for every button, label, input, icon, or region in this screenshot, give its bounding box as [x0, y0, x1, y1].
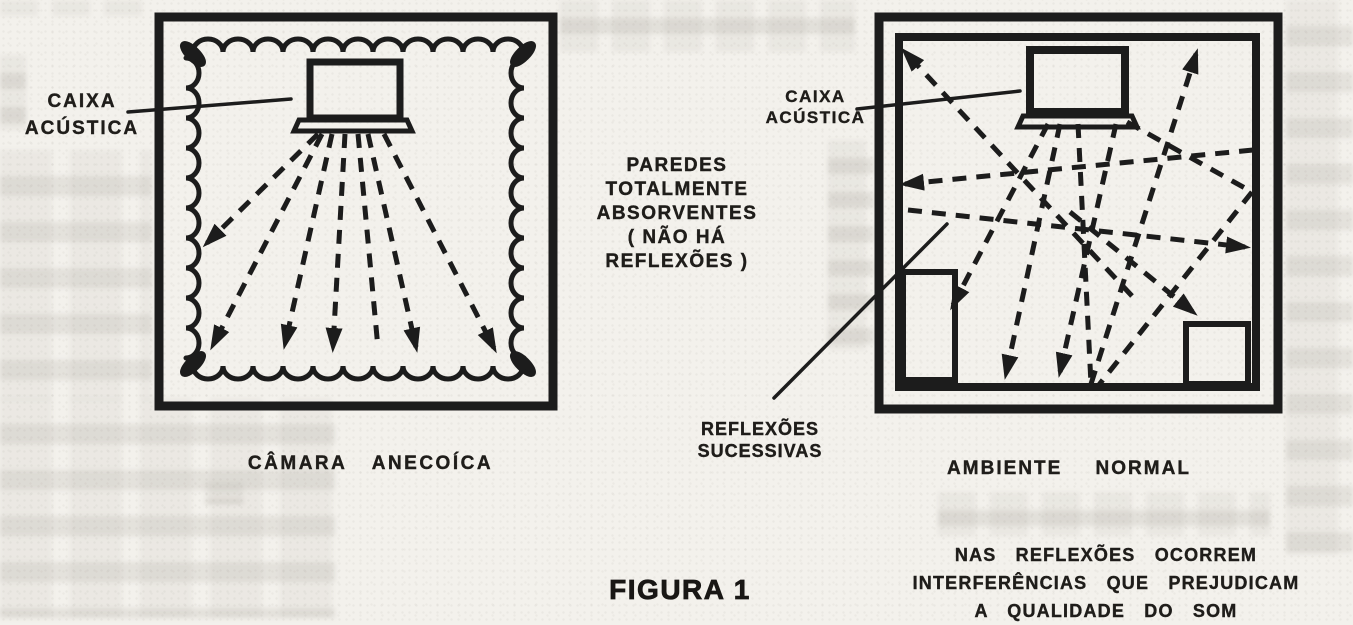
- right-room-outer-wall: [874, 12, 1283, 414]
- absorbent-walls-label-line5: REFLEXÕES ): [605, 251, 749, 272]
- reflections-pointer-line: [772, 222, 949, 400]
- absorbent-walls-label: PAREDES TOTALMENTE ABSORVENTES ( NÃO HÁ …: [577, 154, 777, 274]
- room-obstacle-left: [900, 269, 958, 383]
- interference-note: NAS REFLEXÕES OCORREM INTERFERÊNCIAS QUE…: [898, 541, 1314, 625]
- anechoic-chamber-diagram: [126, 12, 558, 411]
- left-speaker-box: [290, 58, 416, 134]
- interference-note-line2: INTERFERÊNCIAS QUE PREJUDICAM: [912, 573, 1300, 593]
- left-speaker-label: CAIXA ACÚSTICA: [12, 88, 152, 142]
- right-speaker-label: CAIXA ACÚSTICA: [753, 86, 878, 128]
- absorbent-walls-label-line3: ABSORVENTES: [596, 203, 758, 224]
- successive-reflections-label: REFLEXÕES SUCESSIVAS: [680, 418, 840, 462]
- direct-sound-rays: [202, 132, 497, 354]
- right-speaker-box: [1014, 46, 1141, 130]
- room-obstacle-right: [1183, 321, 1251, 387]
- absorbent-walls-label-line1: PAREDES: [626, 155, 728, 176]
- right-speaker-pointer-line: [855, 89, 1022, 111]
- figure-number-caption: FIGURA 1: [609, 574, 751, 606]
- absorbent-walls-label-line2: TOTALMENTE: [605, 179, 749, 200]
- absorbent-walls-label-line4: ( NÃO HÁ: [627, 227, 727, 248]
- left-speaker-label-line2: ACÚSTICA: [24, 118, 140, 139]
- absorbent-wall-scallops: [179, 36, 537, 382]
- normal-room-diagram: [772, 12, 1283, 414]
- left-speaker-pointer-line: [126, 97, 293, 114]
- right-room-inner-wall: [895, 33, 1260, 391]
- right-speaker-label-line2: ACÚSTICA: [765, 108, 866, 127]
- interference-note-line3: A QUALIDADE DO SOM: [974, 601, 1238, 621]
- anechoic-chamber-caption: CÂMARA ANECOÍCA: [247, 453, 494, 474]
- interference-note-line1: NAS REFLEXÕES OCORREM: [954, 545, 1258, 565]
- reflection-rays: [899, 47, 1254, 388]
- left-speaker-label-line1: CAIXA: [47, 91, 117, 112]
- right-speaker-label-line1: CAIXA: [785, 87, 846, 106]
- left-room-wall: [154, 12, 558, 411]
- successive-reflections-label-line2: SUCESSIVAS: [697, 441, 823, 461]
- normal-room-caption: AMBIENTE NORMAL: [947, 458, 1191, 479]
- successive-reflections-label-line1: REFLEXÕES: [700, 419, 820, 439]
